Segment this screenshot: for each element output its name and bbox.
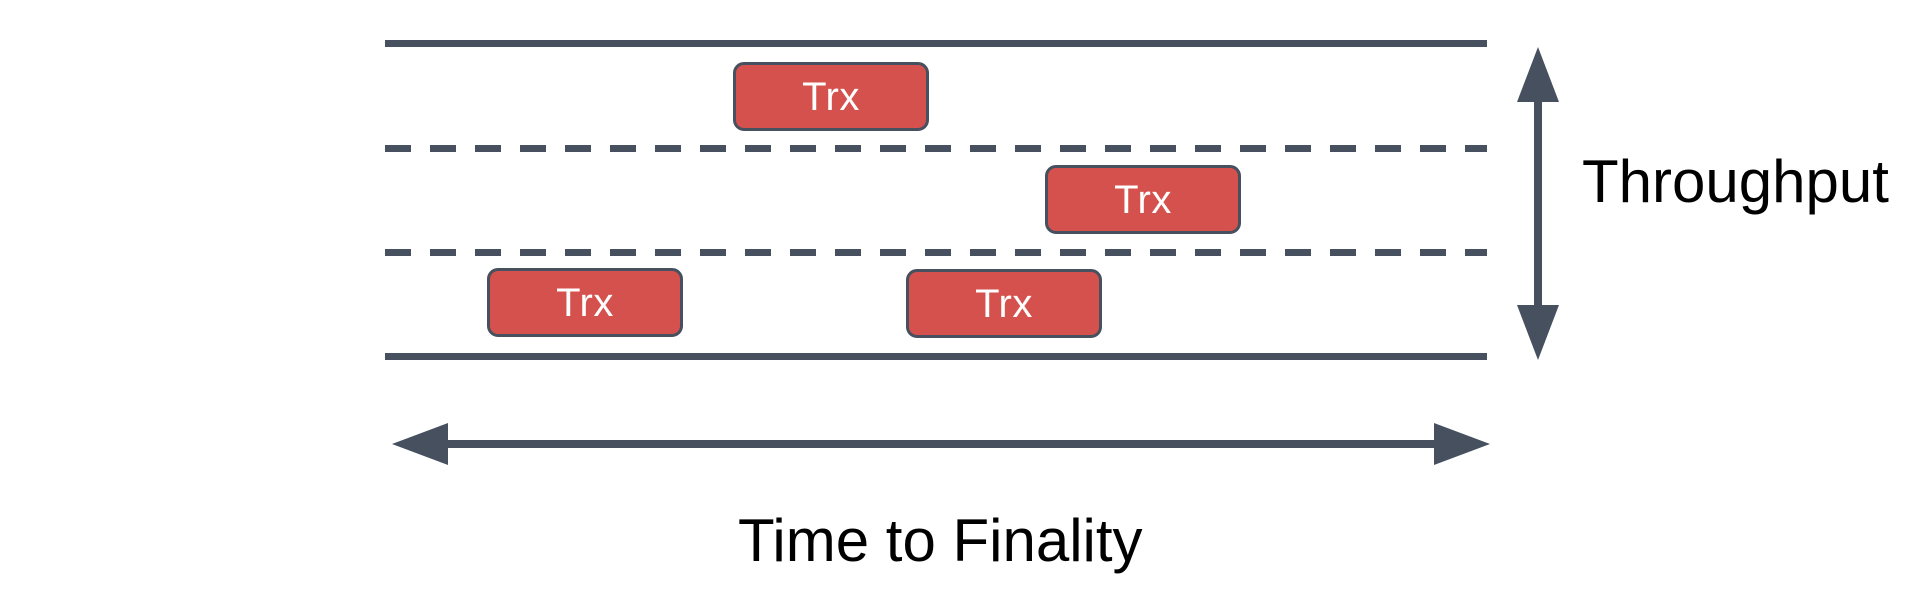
trx-label: Trx: [1114, 177, 1172, 222]
time-to-finality-label: Time to Finality: [738, 507, 1143, 574]
trx-label: Trx: [802, 74, 860, 119]
trx-box-bottom-lane-right: Trx: [906, 269, 1102, 338]
throughput-double-arrow-icon: [1517, 47, 1559, 360]
trx-label: Trx: [975, 281, 1033, 326]
throughput-label: Throughput: [1582, 148, 1889, 215]
trx-box-top-lane: Trx: [733, 62, 929, 131]
trx-box-bottom-lane-left: Trx: [487, 268, 683, 337]
lane-top-border-line: [385, 40, 1487, 47]
trx-label: Trx: [556, 280, 614, 325]
lane-divider-dashed-line-2: [385, 249, 1487, 256]
lane-bottom-border-line: [385, 353, 1487, 360]
time-to-finality-double-arrow-icon: [392, 423, 1490, 465]
lane-divider-dashed-line-1: [385, 145, 1487, 152]
trx-box-middle-lane: Trx: [1045, 165, 1241, 234]
